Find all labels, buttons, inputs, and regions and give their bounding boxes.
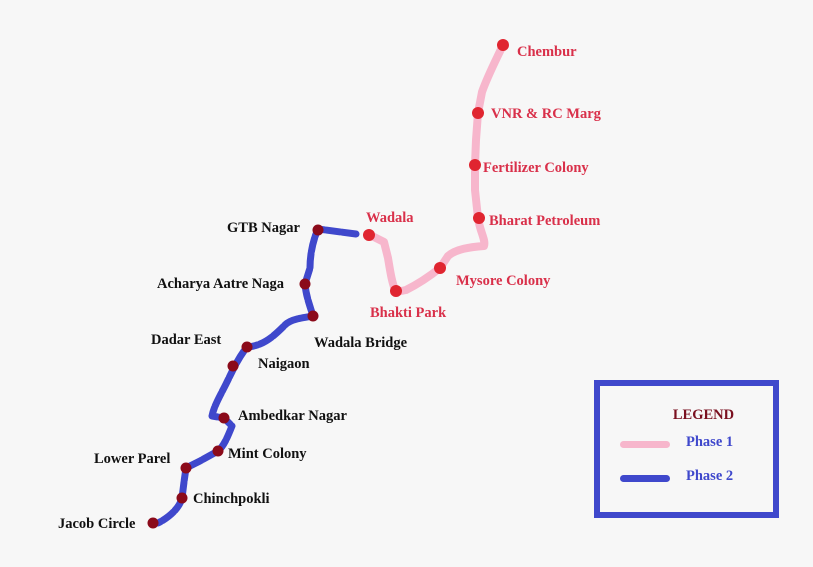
- phase1-swatch: [620, 441, 670, 448]
- station-ambedkar-nagar[interactable]: [218, 412, 230, 424]
- label-wadala-bridge: Wadala Bridge: [314, 335, 408, 351]
- station-chembur[interactable]: [497, 39, 509, 51]
- station-wadala[interactable]: [363, 229, 375, 241]
- station-bhakti-park[interactable]: [390, 285, 402, 297]
- phase2-labels: GTB Nagar Acharya Aatre Naga Wadala Brid…: [58, 220, 408, 532]
- legend-box: LEGEND Phase 1 Phase 2: [594, 380, 779, 518]
- station-lower-parel[interactable]: [180, 462, 192, 474]
- phase1-labels: Chembur VNR & RC Marg Fertilizer Colony …: [366, 44, 602, 321]
- label-mysore-colony: Mysore Colony: [456, 273, 551, 289]
- station-bharat-petroleum[interactable]: [473, 212, 485, 224]
- legend-title: LEGEND: [672, 407, 735, 423]
- label-bharat-petroleum: Bharat Petroleum: [489, 213, 600, 229]
- station-jacob-circle[interactable]: [147, 517, 159, 529]
- label-jacob-circle: Jacob Circle: [58, 516, 136, 532]
- station-wadala-bridge[interactable]: [307, 310, 319, 322]
- phase2-route-line: [149, 225, 360, 527]
- label-ambedkar-nagar: Ambedkar Nagar: [238, 408, 347, 424]
- label-naigaon: Naigaon: [258, 356, 310, 372]
- legend-label-phase1: Phase 1: [686, 434, 734, 450]
- label-wadala: Wadala: [366, 210, 414, 226]
- label-dadar-east: Dadar East: [151, 332, 221, 348]
- station-gtb-nagar[interactable]: [312, 224, 324, 236]
- station-fertilizer-colony[interactable]: [469, 159, 481, 171]
- station-acharya-aatre-naga[interactable]: [299, 278, 311, 290]
- station-mysore-colony[interactable]: [434, 262, 446, 274]
- label-mint-colony: Mint Colony: [228, 446, 307, 462]
- legend-label-phase2: Phase 2: [686, 468, 734, 484]
- label-lower-parel: Lower Parel: [94, 451, 170, 467]
- phase2-swatch: [620, 475, 670, 482]
- label-vnr-rc-marg: VNR & RC Marg: [491, 106, 602, 122]
- station-mint-colony[interactable]: [212, 445, 224, 457]
- station-naigaon[interactable]: [227, 360, 239, 372]
- station-vnr-rc-marg[interactable]: [472, 107, 484, 119]
- label-chembur: Chembur: [517, 44, 577, 60]
- station-chinchpokli[interactable]: [176, 492, 188, 504]
- label-fertilizer-colony: Fertilizer Colony: [483, 160, 589, 176]
- station-dadar-east[interactable]: [241, 341, 253, 353]
- label-chinchpokli: Chinchpokli: [193, 491, 270, 507]
- label-acharya-aatre-naga: Acharya Aatre Naga: [157, 276, 285, 292]
- label-gtb-nagar: GTB Nagar: [227, 220, 300, 236]
- label-bhakti-park: Bhakti Park: [370, 305, 447, 321]
- phase1-stations: [363, 39, 509, 297]
- phase2-stations: [147, 224, 324, 529]
